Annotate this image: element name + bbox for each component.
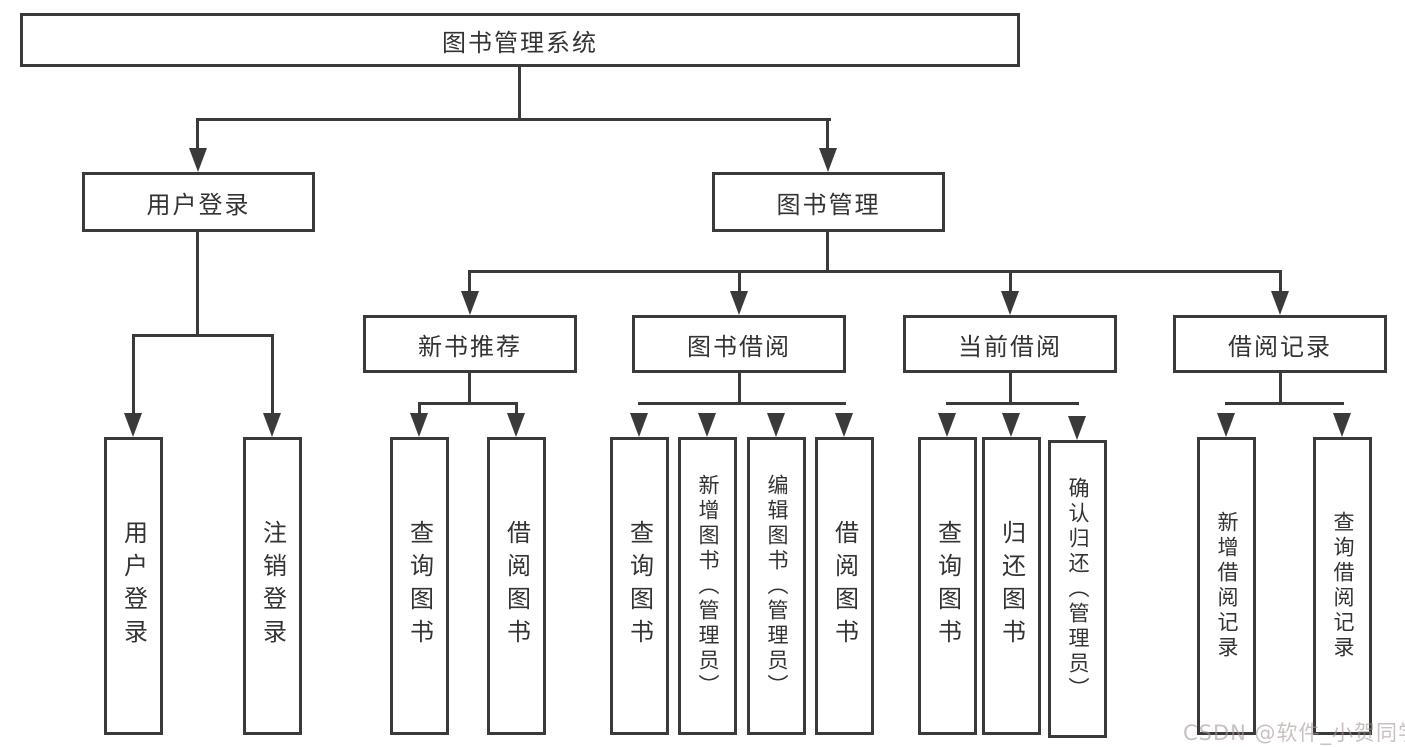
connector-line bbox=[197, 118, 831, 121]
connector-line bbox=[638, 402, 846, 405]
connector-line bbox=[418, 402, 518, 405]
connector-line bbox=[418, 402, 421, 415]
node-user-login: 用户登录 bbox=[82, 172, 315, 232]
connector-line bbox=[1279, 373, 1282, 405]
arrow-down-icon bbox=[698, 413, 716, 437]
node-query-borrow-record: 查询借阅记录 bbox=[1313, 437, 1372, 735]
connector-line bbox=[1009, 270, 1012, 294]
node-book-borrow: 图书借阅 bbox=[632, 315, 846, 373]
connector-line bbox=[196, 118, 199, 151]
arrow-down-icon bbox=[461, 291, 479, 315]
arrow-down-icon bbox=[630, 413, 648, 437]
arrow-down-icon bbox=[767, 413, 785, 437]
connector-line bbox=[468, 270, 471, 294]
arrow-down-icon bbox=[730, 291, 748, 315]
connector-line bbox=[271, 334, 274, 414]
node-add-borrow-record: 新增借阅记录 bbox=[1197, 437, 1256, 735]
arrow-down-icon bbox=[410, 413, 428, 437]
node-confirm-return-admin: 确认归还（管理员） bbox=[1048, 440, 1107, 738]
node-label: 查询图书 bbox=[625, 520, 654, 652]
node-logout-action: 注销登录 bbox=[243, 437, 302, 735]
node-label: 查询借阅记录 bbox=[1331, 511, 1355, 661]
connector-line bbox=[826, 232, 829, 272]
node-label: 注销登录 bbox=[258, 520, 287, 652]
node-edit-books-admin: 编辑图书（管理员） bbox=[747, 437, 806, 735]
node-label: 借阅图书 bbox=[502, 520, 531, 652]
node-add-books-admin: 新增图书（管理员） bbox=[678, 437, 737, 735]
arrow-down-icon bbox=[263, 413, 281, 437]
connector-line bbox=[738, 270, 741, 294]
node-borrow-books: 借阅图书 bbox=[815, 437, 874, 735]
node-book-management: 图书管理 bbox=[712, 172, 945, 232]
node-label: 新增借阅记录 bbox=[1215, 511, 1239, 661]
connector-line bbox=[738, 373, 741, 405]
arrow-down-icon bbox=[189, 148, 207, 172]
node-label: 图书管理 bbox=[776, 190, 881, 219]
node-label: 用户登录 bbox=[146, 190, 251, 219]
node-label: 借阅图书 bbox=[830, 520, 859, 652]
arrow-down-icon bbox=[507, 413, 525, 437]
node-label: 归还图书 bbox=[997, 520, 1026, 652]
node-query-books-current: 查询图书 bbox=[918, 437, 977, 735]
arrow-down-icon bbox=[1002, 413, 1020, 437]
connector-line bbox=[826, 118, 829, 151]
connector-line bbox=[946, 402, 1079, 405]
node-label: 用户登录 bbox=[119, 520, 148, 652]
node-label: 查询图书 bbox=[933, 520, 962, 652]
node-current-borrow: 当前借阅 bbox=[903, 315, 1117, 373]
arrow-down-icon bbox=[1333, 413, 1351, 437]
node-return-books: 归还图书 bbox=[982, 437, 1041, 735]
arrow-down-icon bbox=[938, 413, 956, 437]
node-label: 新增图书（管理员） bbox=[696, 473, 720, 699]
arrow-down-icon bbox=[819, 148, 837, 172]
node-label: 图书管理系统 bbox=[442, 28, 598, 57]
node-query-books-borrow: 查询图书 bbox=[610, 437, 669, 735]
arrow-down-icon bbox=[1068, 416, 1086, 440]
node-label: 确认归还（管理员） bbox=[1066, 476, 1090, 702]
connector-line bbox=[1009, 373, 1012, 405]
arrow-down-icon bbox=[835, 413, 853, 437]
node-label: 当前借阅 bbox=[958, 332, 1062, 361]
node-query-books-recommend: 查询图书 bbox=[390, 437, 449, 735]
node-borrow-books-recommend: 借阅图书 bbox=[487, 437, 546, 735]
node-library-management-system: 图书管理系统 bbox=[20, 13, 1020, 67]
connector-line bbox=[1279, 270, 1282, 294]
connector-line bbox=[468, 270, 1282, 273]
connector-line bbox=[1225, 402, 1344, 405]
arrow-down-icon bbox=[124, 413, 142, 437]
node-new-book-recommend: 新书推荐 bbox=[363, 315, 577, 373]
node-label: 新书推荐 bbox=[418, 332, 522, 361]
node-label: 图书借阅 bbox=[687, 332, 791, 361]
node-borrow-records: 借阅记录 bbox=[1173, 315, 1387, 373]
arrow-down-icon bbox=[1217, 413, 1235, 437]
connector-line bbox=[132, 334, 274, 337]
arrow-down-icon bbox=[1001, 291, 1019, 315]
connector-line bbox=[196, 232, 199, 337]
arrow-down-icon bbox=[1271, 291, 1289, 315]
connector-line bbox=[468, 373, 471, 405]
node-label: 借阅记录 bbox=[1228, 332, 1332, 361]
node-label: 编辑图书（管理员） bbox=[765, 473, 789, 699]
node-user-login-action: 用户登录 bbox=[104, 437, 163, 735]
connector-line bbox=[132, 334, 135, 414]
node-label: 查询图书 bbox=[405, 520, 434, 652]
connector-line bbox=[518, 67, 521, 120]
connector-line bbox=[515, 402, 518, 415]
csdn-watermark: CSDN @软件_小贺同学 bbox=[1183, 721, 1405, 745]
